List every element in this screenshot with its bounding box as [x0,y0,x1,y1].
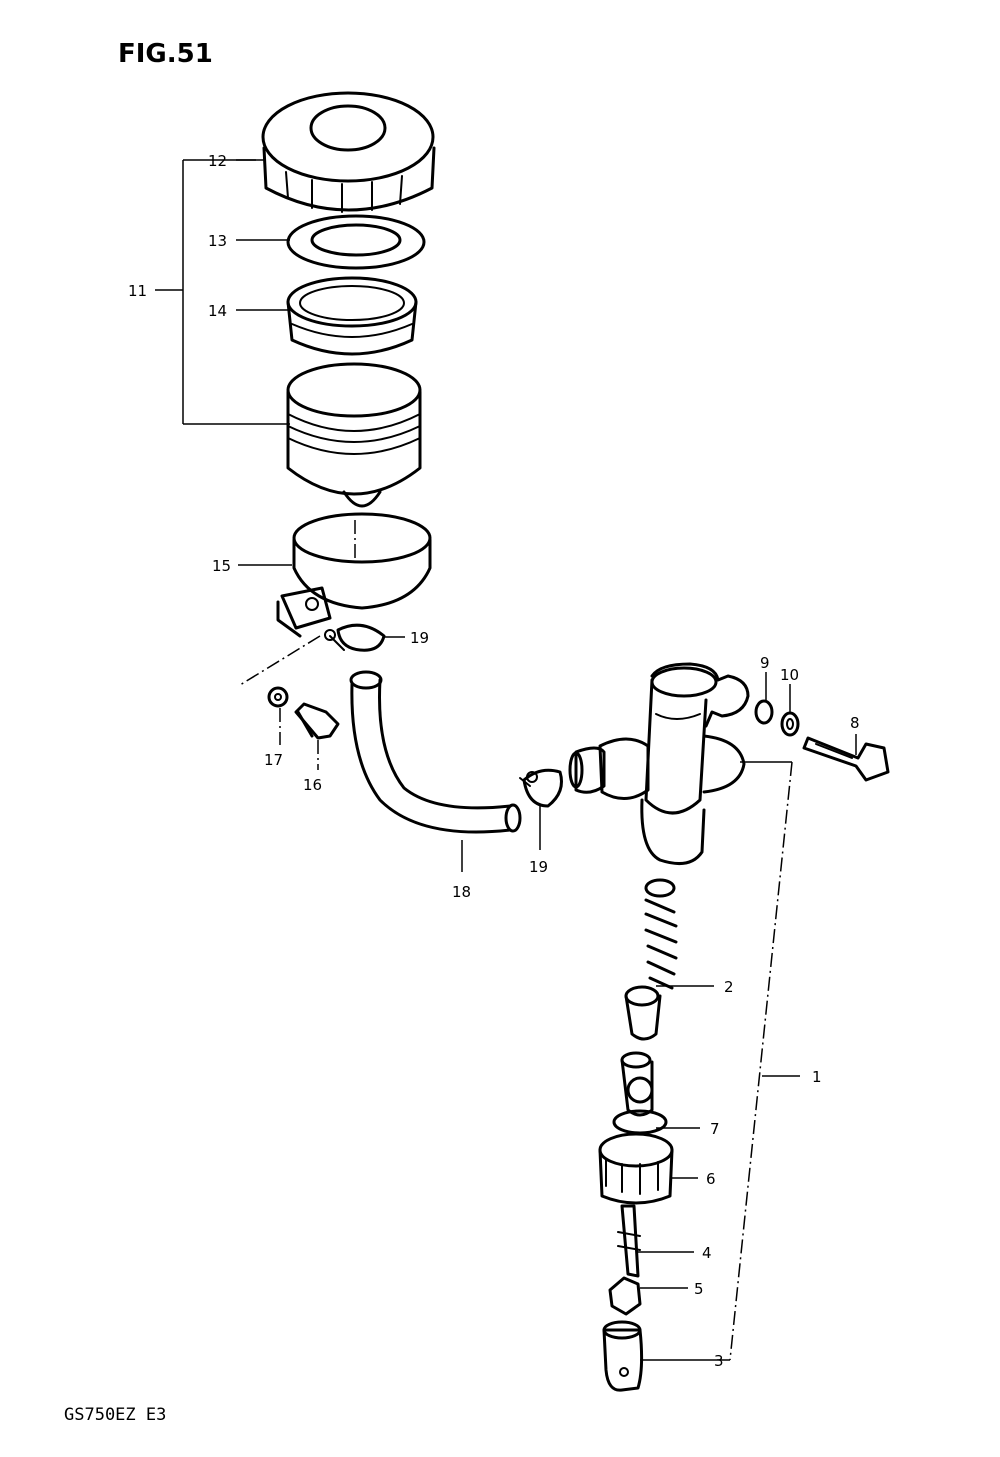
hose-clamp-lower [519,768,563,808]
label-part-2: 2 [724,978,734,996]
clevis [602,1320,644,1392]
reservoir-body [286,362,422,508]
return-spring [644,878,678,990]
reservoir-bracket [276,512,432,638]
dust-boot [598,1132,674,1205]
model-code: GS750EZ E3 [64,1405,166,1425]
label-part-6: 6 [706,1170,716,1188]
label-part-4: 4 [702,1244,712,1262]
label-part-5: 5 [694,1280,704,1298]
label-part-19-upper: 19 [410,629,429,647]
push-rod [617,1204,641,1278]
piston [620,1051,654,1117]
label-part-18: 18 [452,883,471,901]
label-part-11: 11 [128,282,147,300]
lock-nut [608,1276,642,1316]
reservoir-hose [349,670,522,834]
washer-9 [754,699,774,725]
master-cylinder-body [568,662,750,866]
label-part-17: 17 [264,751,283,769]
label-part-14: 14 [208,302,227,320]
diaphragm [286,276,418,356]
hose-clamp-upper [324,623,386,652]
label-part-7: 7 [710,1120,720,1138]
label-part-15: 15 [212,557,231,575]
label-part-19-lower: 19 [529,858,548,876]
washer-10 [780,711,800,737]
reservoir-cap [261,91,436,213]
label-part-13: 13 [208,232,227,250]
label-part-9: 9 [760,654,770,672]
union-bolt [802,736,890,782]
label-part-16: 16 [303,776,322,794]
bolt [294,702,340,740]
label-part-1: 1 [812,1068,822,1086]
label-part-3: 3 [714,1352,724,1370]
label-part-10: 10 [780,666,799,684]
leader-lines [155,159,857,1361]
label-part-8: 8 [850,714,860,732]
figure-title: FIG.51 [118,39,213,69]
primary-cup [624,985,662,1041]
label-part-12: 12 [208,152,227,170]
circlip [612,1076,668,1135]
washer [267,686,289,708]
diaphragm-plate [286,214,426,270]
